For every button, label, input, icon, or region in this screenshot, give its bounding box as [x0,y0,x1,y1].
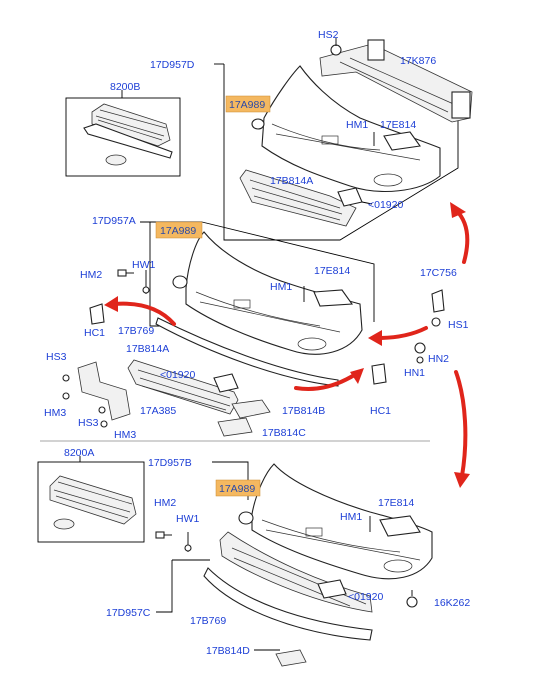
label-hs3-a: HS3 [46,351,67,363]
label-hm2-mid: HM2 [80,269,102,281]
label-17c756: 17C756 [420,267,457,279]
label-hm1-bottom: HM1 [340,511,362,523]
label-hs1: HS1 [448,319,469,331]
label-17d957a: 17D957A [92,215,136,227]
clip-17e814-mid [303,286,354,307]
spoiler-strip-mid [155,317,339,387]
label-17b769-mid: 17B769 [118,325,154,337]
reinforcement-beam [319,39,473,123]
label-17b814a-mid: 17B814A [126,343,169,355]
label-hn2: HN2 [428,353,449,365]
label-hm1-top: HM1 [346,119,368,131]
cover-plate-bottom [317,579,347,599]
label-hc1-right: HC1 [370,405,391,417]
label-17a989-bottom: 17A989 [219,483,255,495]
label-hc1-left: HC1 [84,327,105,339]
arrow-to-hc1-left [104,296,176,326]
clip-17e814-top [373,131,421,151]
label-17a989-top: 17A989 [229,99,265,111]
label-17b814d: 17B814D [206,645,250,657]
grille-box-8200b [65,97,181,177]
lower-grille-mid [127,359,239,415]
label-01920-bottom: <01920 [348,591,383,603]
label-17k876: 17K876 [400,55,436,67]
hc1-clip-right [371,363,387,385]
label-8200b: 8200B [110,81,140,93]
label-17e814-top: 17E814 [380,119,416,131]
label-01920-top: <01920 [368,199,403,211]
fog-grille-c [217,417,253,437]
hm2-screw-mid-icon [117,269,134,277]
arrow-mid-to-bottom [454,370,470,488]
hm2-screw-bottom-icon [155,531,172,539]
grille-8200a [49,475,137,530]
label-17e814-mid: 17E814 [314,265,350,277]
label-17b814a-top: 17B814A [270,175,313,187]
hc1-clip-left [89,303,105,325]
fog-grille-d [275,649,307,667]
hw1-washer-mid-icon [142,270,150,294]
hs2-bolt-icon [330,38,342,56]
label-16k262: 16K262 [434,597,470,609]
label-17e814-bottom: 17E814 [378,497,414,509]
label-17d957b: 17D957B [148,457,192,469]
label-hm1-mid: HM1 [270,281,292,293]
highlight-17a989-bottom [215,479,261,497]
fog-grille-b [231,399,271,419]
highlight-17a989-top [225,95,271,113]
label-hm2-bottom: HM2 [154,497,176,509]
label-17b769-bottom: 17B769 [190,615,226,627]
label-17d957d: 17D957D [150,59,195,71]
arrow-to-hc1-right [294,368,364,391]
arrow-to-mid-bumper [368,326,428,346]
label-hm3-a: HM3 [44,407,66,419]
grille-box-8200a [37,461,145,543]
label-hm3-b: HM3 [114,429,136,441]
top-bumper-bracket [223,64,459,241]
label-hs2: HS2 [318,29,339,41]
bracket-17c756 [414,289,445,364]
clip-16k262 [406,590,418,608]
bracket-17a385 [62,361,131,428]
front-bumper-cover-top [251,65,441,192]
highlight-17a989-mid [155,221,203,239]
arrow-top-to-right [450,202,470,264]
label-17a385: 17A385 [140,405,176,417]
clip-17e814-bottom [369,515,421,537]
front-bumper-cover-bottom [238,463,433,580]
label-hn1: HN1 [404,367,425,379]
hw1-washer-bottom-icon [184,532,192,552]
label-17b814b: 17B814B [282,405,325,417]
label-hw1-bottom: HW1 [176,513,199,525]
grille-8200b [83,103,173,166]
label-17d957c: 17D957C [106,607,151,619]
label-17a989-mid: 17A989 [160,225,196,237]
label-01920-mid: <01920 [160,369,195,381]
lower-grille-top [239,169,357,227]
cover-plate-mid [213,373,239,393]
spoiler-strip-bottom [203,567,373,641]
label-hs3-b: HS3 [78,417,99,429]
label-17b814c: 17B814C [262,427,306,439]
label-8200a: 8200A [64,447,94,459]
label-hw1-mid: HW1 [132,259,155,271]
